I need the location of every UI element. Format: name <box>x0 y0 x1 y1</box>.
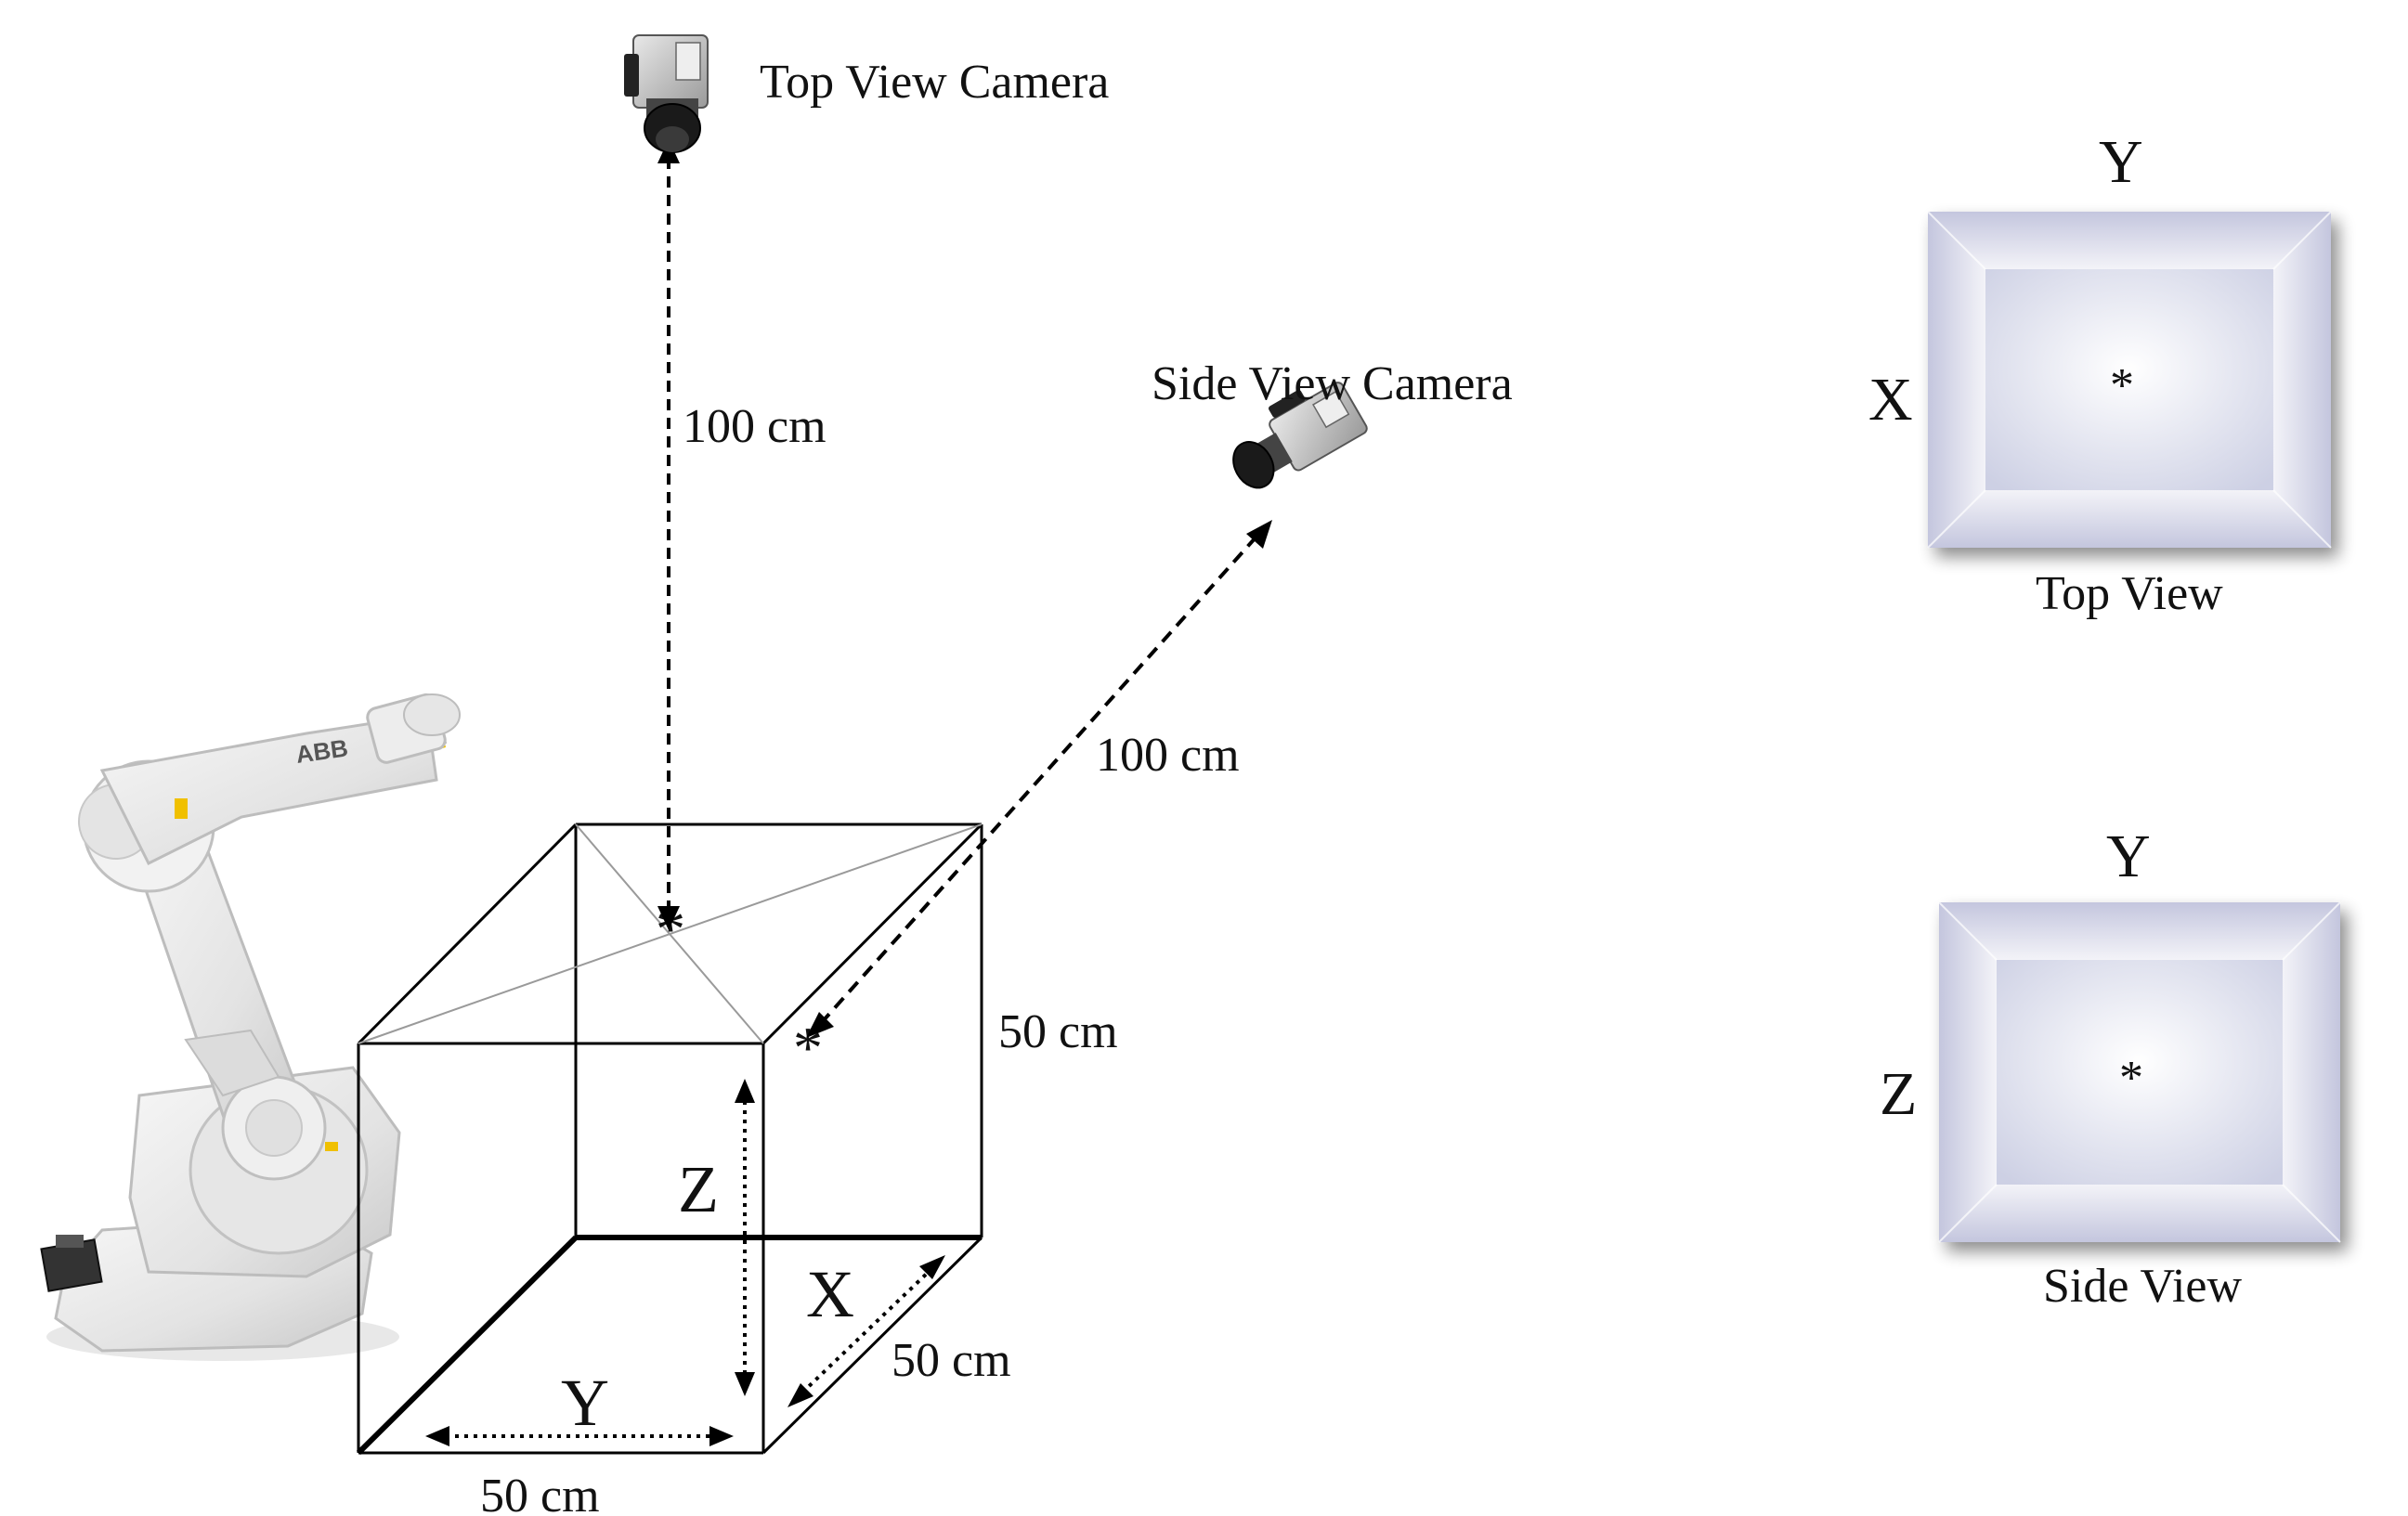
top-view-center-marker: * <box>2110 359 2134 412</box>
y-dimension-arrow <box>425 1426 734 1446</box>
camera-icon <box>624 34 709 153</box>
z-dimension-arrow <box>735 1079 755 1396</box>
top-view-caption: Top View <box>2036 567 2223 620</box>
top-camera-distance-arrow <box>657 139 680 930</box>
camera-icon <box>1232 382 1368 489</box>
side-view-center-marker: * <box>2119 1052 2143 1105</box>
top-face-diagonal <box>358 823 983 1044</box>
axis-y-label: Y <box>561 1366 609 1440</box>
cube-edge-bold <box>356 1235 579 1456</box>
top-camera-label: Top View Camera <box>760 56 1109 109</box>
axis-x-label: X <box>806 1257 854 1331</box>
side-view-caption: Side View <box>2043 1260 2242 1313</box>
cube-edge <box>761 823 983 1045</box>
top-view-axis-x: X <box>1868 366 1913 434</box>
width-dimension-label: 50 cm <box>480 1470 600 1516</box>
depth-dimension-label: 50 cm <box>892 1334 1011 1387</box>
side-camera-distance-arrow <box>806 520 1272 1038</box>
top-view-axis-y: Y <box>2099 128 2143 196</box>
cube-edge <box>357 823 578 1045</box>
side-view-axis-y: Y <box>2106 823 2151 890</box>
x-dimension-arrow <box>787 1255 945 1407</box>
workspace-cube <box>356 823 983 1456</box>
top-distance-label: 100 cm <box>683 400 827 453</box>
height-dimension-label: 50 cm <box>998 1005 1118 1058</box>
side-camera-label: Side View Camera <box>1152 357 1513 410</box>
side-distance-label: 100 cm <box>1096 729 1240 782</box>
side-view-panel <box>1938 901 2341 1243</box>
robot-arm-icon: ABB <box>40 693 461 1361</box>
axis-z-label: Z <box>678 1152 719 1226</box>
top-view-panel <box>1927 211 2332 549</box>
cube-edge <box>761 1236 983 1455</box>
side-view-axis-z: Z <box>1880 1060 1917 1128</box>
